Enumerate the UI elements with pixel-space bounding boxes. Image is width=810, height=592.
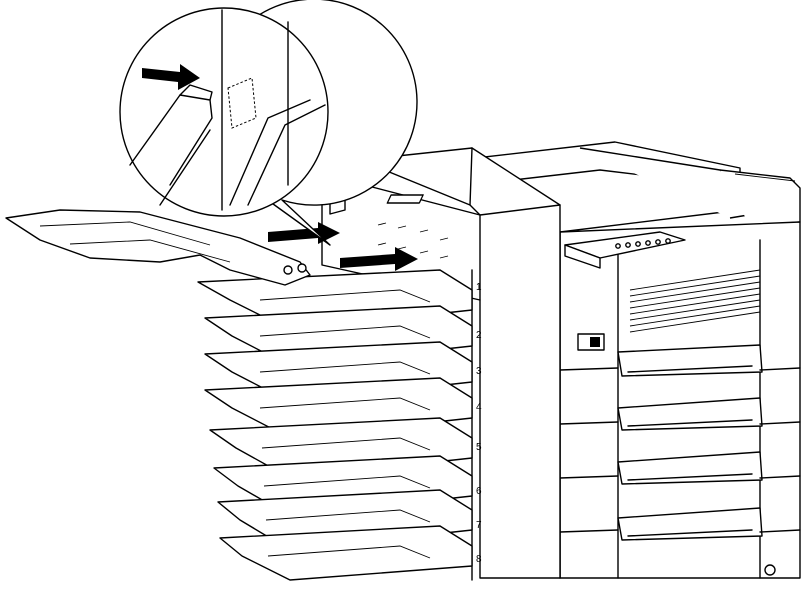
output-trays (197, 269, 473, 581)
caster-wheel (764, 564, 776, 576)
callout-arrow (142, 64, 200, 90)
power-switch (577, 333, 605, 351)
tray-number-labels: 1 2 3 4 5 6 7 8 (476, 282, 482, 565)
tray-number: 2 (476, 330, 482, 341)
tray-being-inserted (5, 209, 311, 286)
tray-number: 5 (476, 442, 482, 453)
tray-number: 6 (476, 486, 482, 497)
tray-number: 4 (476, 402, 482, 413)
tray-number: 3 (476, 366, 482, 377)
insert-arrow-lower (340, 247, 418, 271)
tray-number: 1 (476, 282, 482, 293)
tray-number: 8 (476, 554, 482, 565)
vent-grille (629, 269, 761, 333)
detail-callout (119, 0, 418, 246)
control-panel-buttons (615, 238, 671, 249)
paper-cassettes (559, 344, 801, 541)
tray-number: 7 (476, 520, 482, 531)
